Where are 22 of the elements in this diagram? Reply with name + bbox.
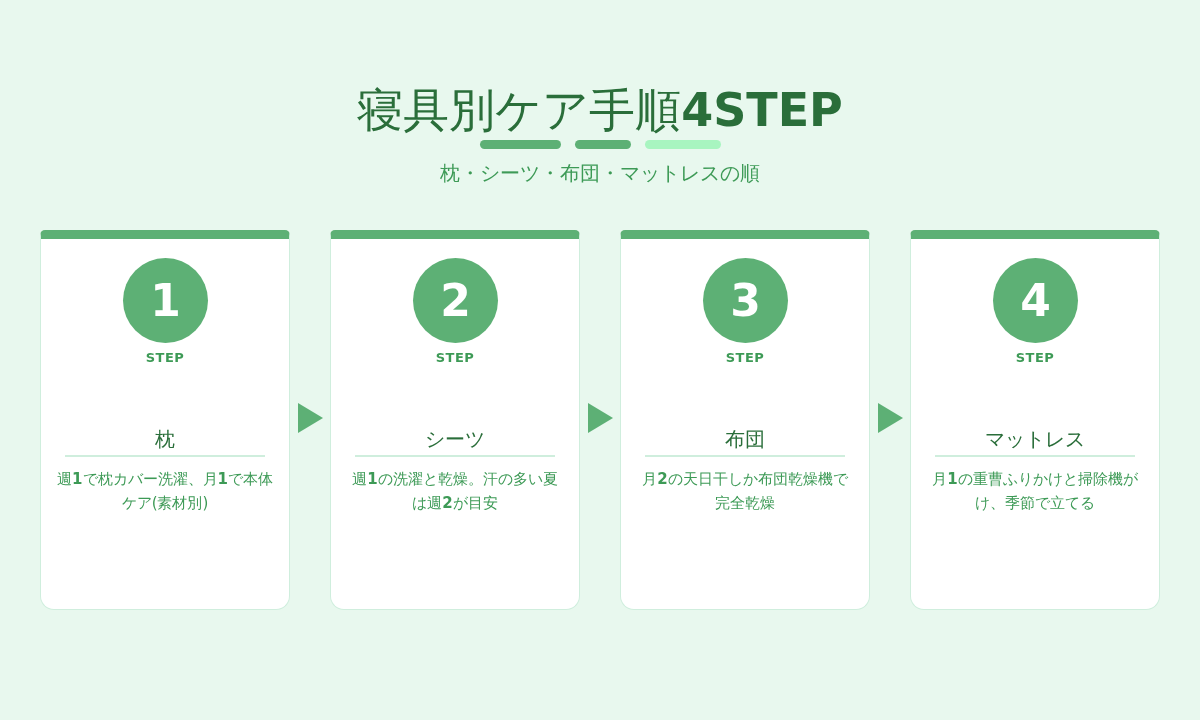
step-number: 3 [703, 258, 788, 343]
title: 寝具別ケア手順4STEP [356, 82, 844, 139]
step-card [620, 230, 870, 610]
step-heading: 枕 [65, 425, 265, 457]
step-label: STEP [144, 350, 186, 365]
arrow [298, 403, 323, 433]
step-number: 2 [413, 258, 498, 343]
step-label: STEP [1014, 350, 1056, 365]
step-heading: マットレス [935, 425, 1135, 457]
step-heading: 布団 [645, 425, 845, 457]
arrow [878, 403, 903, 433]
step-number: 1 [123, 258, 208, 343]
step-label: STEP [724, 350, 766, 365]
step-label: STEP [434, 350, 476, 365]
subtitle: 枕・シーツ・布団・マットレスの順 [439, 160, 761, 187]
arrow [588, 403, 613, 433]
step-heading: シーツ [355, 425, 555, 457]
step-description: 週1の洗濯と乾燥。汗の多い夏は週2が目安 [351, 469, 559, 514]
step-card [910, 230, 1160, 610]
step-card [330, 230, 580, 610]
step-number: 4 [993, 258, 1078, 343]
step-card [40, 230, 290, 610]
